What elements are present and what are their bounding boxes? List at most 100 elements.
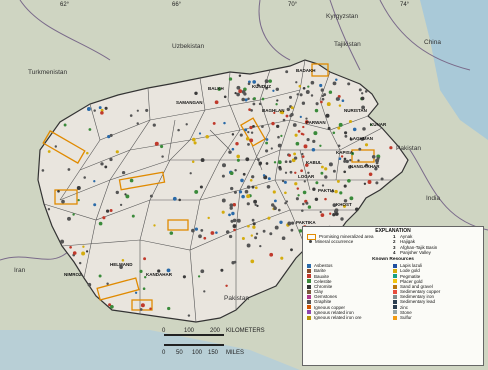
occurrence-dot xyxy=(236,218,241,223)
legend-resource-label: Sedimentary copper xyxy=(400,289,441,295)
occurrence-dot xyxy=(185,123,188,126)
occurrence-dot xyxy=(121,259,125,262)
occurrence-dot xyxy=(81,251,86,256)
occurrence-dot xyxy=(269,252,274,257)
occurrence-dot xyxy=(199,185,203,189)
occurrence-dot xyxy=(41,169,45,172)
occurrence-dot xyxy=(365,163,368,167)
occurrence-dot xyxy=(295,141,300,146)
legend-resource-row: Igneous related iron xyxy=(307,310,393,315)
legend-resource-label: Pegmatite xyxy=(400,273,421,279)
occurrence-dot xyxy=(305,163,309,167)
occurrence-dot xyxy=(326,102,331,107)
occurrence-dot xyxy=(245,157,250,162)
occurrence-dot xyxy=(277,143,282,148)
country-labels: Kyrgyzstan Uzbekistan Tajikistan China T… xyxy=(14,13,441,302)
occurrence-dot xyxy=(297,194,300,197)
occurrence-dot xyxy=(361,105,365,110)
occurrence-dot xyxy=(320,171,324,175)
resource-symbol-icon xyxy=(307,289,311,294)
water-east xyxy=(420,0,488,140)
legend-resource-label: Barite xyxy=(314,268,326,274)
occurrence-dot xyxy=(251,175,255,179)
occurrence-dot xyxy=(281,236,286,241)
occurrence-dot xyxy=(328,162,333,167)
occurrence-dot xyxy=(343,170,347,174)
country-label: India xyxy=(426,195,440,202)
occurrence-dot xyxy=(305,117,308,120)
occurrence-dot xyxy=(325,113,330,118)
occurrence-dot xyxy=(293,152,297,156)
legend-top: Promising mineralized area Mineral occur… xyxy=(303,233,483,255)
occurrence-dot xyxy=(242,172,246,176)
occurrence-dot xyxy=(332,213,336,217)
province-label: KHOST xyxy=(336,202,352,207)
occurrence-dot xyxy=(69,245,72,249)
province-label: KABUL xyxy=(306,160,322,165)
occurrence-dot xyxy=(247,130,250,134)
occurrence-dot xyxy=(83,176,86,179)
occurrence-dot xyxy=(305,90,310,94)
occurrence-dot xyxy=(236,158,240,162)
scale-mi-tick: 50 xyxy=(176,350,183,356)
legend-resource-row: Pegmatite xyxy=(393,274,479,279)
occurrence-dot xyxy=(297,130,301,133)
occurrence-dot xyxy=(284,202,287,205)
occurrence-dot xyxy=(255,232,259,235)
occurrence-dot xyxy=(301,152,304,156)
legend-resource-row: Bauxite xyxy=(307,274,393,279)
occurrence-dot xyxy=(254,236,258,240)
occurrence-dot xyxy=(340,155,344,158)
country-label: Uzbekistan xyxy=(172,43,205,50)
occurrence-dot xyxy=(198,234,202,239)
legend-resource-label: Asbestos xyxy=(314,263,333,269)
occurrence-dot xyxy=(334,189,338,194)
promising-areas xyxy=(42,63,375,311)
resource-symbol-icon xyxy=(393,310,397,315)
occurrence-dot xyxy=(177,128,180,132)
occurrence-dot xyxy=(88,128,92,131)
occurrence-dot xyxy=(72,251,77,255)
occurrence-dot xyxy=(136,122,139,125)
legend-resource-row: Chromite xyxy=(307,284,393,289)
occurrence-dot xyxy=(332,203,337,207)
occurrence-dot xyxy=(270,147,273,150)
occurrence-dot xyxy=(98,106,102,110)
occurrence-dot xyxy=(310,94,314,97)
legend-number: 4 xyxy=(393,249,396,255)
occurrence-dot xyxy=(280,256,284,260)
map-legend: EXPLANATION Promising mineralized area M… xyxy=(302,226,484,366)
occurrence-dot xyxy=(319,144,322,147)
occurrence-dot xyxy=(320,213,325,217)
occurrence-dot xyxy=(338,122,343,127)
occurrence-dot xyxy=(166,268,171,273)
resource-symbol-icon xyxy=(307,310,311,315)
legend-area-label: Promising mineralized area xyxy=(319,234,374,240)
occurrence-dot xyxy=(107,134,111,139)
legend-resource-label: Lode gold xyxy=(400,268,420,274)
resource-symbol-icon xyxy=(393,268,397,273)
scale-bar-mi xyxy=(164,344,224,346)
occurrence-dot xyxy=(321,184,325,187)
occurrence-dot xyxy=(191,160,195,163)
legend-resource-row: Gemstones xyxy=(307,294,393,299)
occurrence-dot xyxy=(302,133,305,136)
occurrence-dot xyxy=(247,82,251,86)
legend-number: 1 xyxy=(393,234,396,240)
occurrence-dot xyxy=(257,158,260,162)
occurrence-dot xyxy=(250,131,254,134)
occurrence-dot xyxy=(247,143,250,146)
occurrence-dot xyxy=(220,268,224,272)
occurrence-dot xyxy=(302,190,307,195)
occurrence-dot xyxy=(338,104,342,107)
occurrence-dot xyxy=(215,231,218,234)
occurrence-dot xyxy=(259,244,262,248)
occurrence-dot xyxy=(241,97,245,102)
legend-resource-row: Sulfur xyxy=(393,315,479,320)
occurrence-dot xyxy=(296,93,299,96)
occurrence-dot xyxy=(194,189,199,194)
occurrence-dot xyxy=(225,284,228,288)
occurrence-dot xyxy=(252,225,256,229)
